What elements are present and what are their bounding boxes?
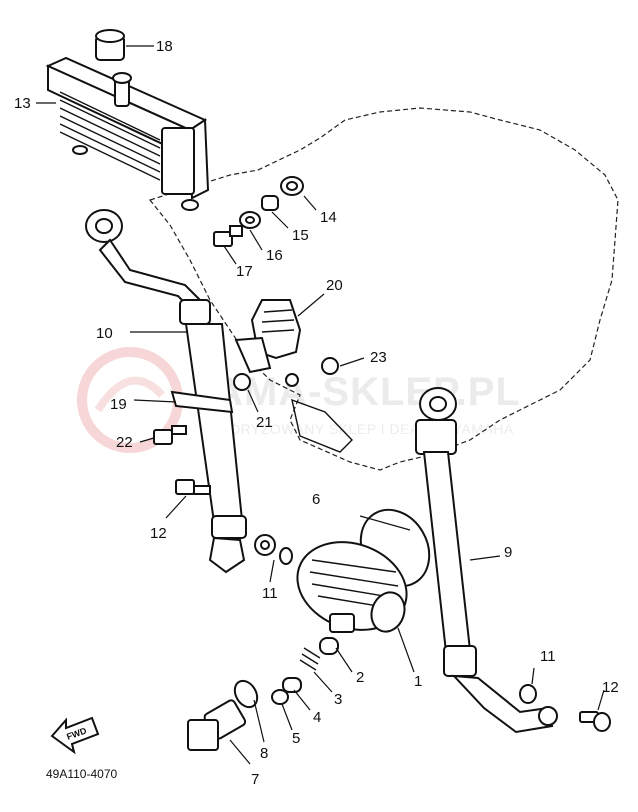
callout-label: 14: [320, 209, 337, 226]
callout-label: 10: [96, 325, 113, 342]
callout-label: 15: [292, 227, 309, 244]
callout-label: 5: [292, 730, 300, 747]
callout-label: 20: [326, 277, 343, 294]
relief-valve-parts: [271, 637, 339, 705]
callout-label: 12: [150, 525, 167, 542]
callout-label: 12: [602, 679, 619, 696]
callout-label: 7: [251, 771, 259, 788]
oil-hose-left: [85, 209, 276, 574]
union-bolt-left: [175, 479, 211, 495]
union-bolt-main: [187, 679, 259, 751]
callout-label: 9: [504, 544, 512, 561]
callout-label: 16: [266, 247, 283, 264]
callout-label: 17: [236, 263, 253, 280]
callout-label: 23: [370, 349, 387, 366]
callout-label: 4: [313, 709, 321, 726]
oil-hose-right: [415, 387, 558, 734]
forward-arrow-icon: FWD: [50, 716, 100, 755]
callout-label: 11: [540, 648, 556, 665]
watermark-subtitle: AUTORYZOWANY SKLEP I DEALER YAMAHA: [200, 421, 514, 437]
cooler-cap: [95, 29, 125, 61]
callout-label: 18: [156, 38, 173, 55]
callout-label: 19: [110, 396, 127, 413]
oil-cooler-radiator: [45, 56, 210, 211]
callout-label: 2: [356, 669, 364, 686]
callout-labels: 1 2 3 4 5 6 7 8 9 10 11 11 12 12 13 14 1…: [14, 38, 619, 788]
hose-bracket: [233, 299, 339, 391]
gasket: [291, 398, 353, 453]
leader-lines: [36, 45, 605, 765]
callout-label: 21: [256, 414, 273, 431]
callout-label: 3: [334, 691, 342, 708]
engine-outline: [148, 107, 619, 471]
o-ring-small-left: [279, 547, 293, 565]
union-bolt-right: [579, 711, 611, 732]
hose-clamp: [153, 390, 234, 445]
mounting-hardware: [213, 176, 304, 247]
o-ring-small-right: [519, 684, 537, 704]
callout-label: 8: [260, 745, 268, 762]
callout-label: 6: [312, 491, 320, 508]
oil-cooler-housing: [296, 541, 408, 633]
callout-label: 22: [116, 434, 133, 451]
diagram-code: 49A110-4070: [46, 767, 118, 781]
callout-label: 13: [14, 95, 31, 112]
callout-label: 11: [262, 585, 278, 602]
callout-label: 1: [414, 673, 422, 690]
